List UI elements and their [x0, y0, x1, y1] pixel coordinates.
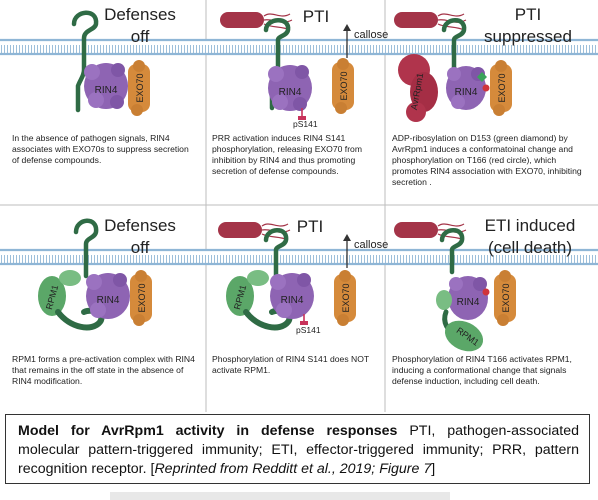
- panel-pti-top: RIN4 pS141 EXO70 callose PTI: [206, 7, 388, 129]
- panel-eti-induced: RIN4 RPM1 EXO70 ETI induced (cell death): [385, 216, 598, 352]
- t166-circle: [482, 288, 490, 296]
- exo70-protein: EXO70: [332, 58, 354, 114]
- panel-title: PTI: [297, 217, 323, 236]
- bacterium: [218, 222, 291, 241]
- exo70-label: EXO70: [341, 283, 351, 312]
- modification-marks: [482, 288, 490, 296]
- panel-caption: Phosphorylation of RIN4 S141 does NOT ac…: [212, 354, 370, 375]
- panel-pti-bottom: RPM1 RIN4 pS141 EXO70: [206, 217, 388, 335]
- rin4-label: RIN4: [95, 85, 118, 96]
- exo70-label: EXO70: [339, 71, 349, 100]
- t166-circle: [482, 84, 490, 92]
- prr-receptor: [73, 218, 99, 279]
- callose-label: callose: [354, 239, 388, 251]
- caption-body: PTI, pathogen-associated molecular patte…: [18, 423, 579, 477]
- rin4-protein: RIN4: [448, 276, 488, 320]
- panel-title-line2: off: [131, 238, 150, 257]
- rin4-protein: RIN4: [270, 273, 314, 319]
- panel-title: Defenses: [104, 216, 176, 235]
- rpm1-protein: RPM1: [38, 270, 105, 331]
- cropped-strip: [110, 492, 450, 500]
- panel-caption: Phosphorylation of RIN4 T166 activates R…: [392, 354, 572, 386]
- rin4-protein: RIN4: [268, 65, 312, 111]
- panel-title: Defenses: [104, 5, 176, 24]
- membrane: [206, 38, 385, 56]
- panel-caption: RPM1 forms a pre-activation complex with…: [12, 354, 195, 386]
- modification-marks: [477, 72, 490, 92]
- rpm1-protein: RPM1: [436, 290, 484, 352]
- membrane: [0, 248, 206, 266]
- pS141-label: pS141: [293, 119, 318, 129]
- exo70-protein: EXO70: [128, 60, 150, 116]
- prr-receptor: [439, 228, 465, 275]
- callose-arrow: callose: [343, 24, 388, 58]
- membrane: [385, 248, 598, 266]
- panel-title: ETI induced: [485, 216, 576, 235]
- rin4-protein: RIN4: [84, 63, 128, 109]
- panel-title-line2: off: [131, 27, 150, 46]
- rin4-label: RIN4: [455, 87, 478, 98]
- rin4-protein: RIN4: [446, 66, 486, 110]
- rin4-label: RIN4: [279, 87, 302, 98]
- figure-caption-box: Model for AvrRpm1 activity in defense re…: [5, 414, 590, 484]
- panel-title-line2: suppressed: [484, 27, 572, 46]
- rpm1-protein: RPM1: [226, 270, 293, 331]
- panel-title-line2: (cell death): [488, 238, 572, 257]
- exo70-label: EXO70: [501, 283, 511, 312]
- panel-caption: PRR activation induces RIN4 S141 phospho…: [212, 133, 362, 176]
- phospho-site-s141: pS141: [293, 108, 318, 129]
- exo70-label: EXO70: [135, 73, 145, 102]
- prr-receptor: [441, 18, 467, 73]
- rin4-label: RIN4: [281, 295, 304, 306]
- avrrpm1-effector: AvrRpm1: [398, 54, 438, 122]
- exo70-protein: EXO70: [130, 270, 152, 326]
- exo70-protein: EXO70: [490, 60, 512, 116]
- caption-end: ]: [431, 461, 436, 477]
- caption-citation: Reprinted from Redditt et al., 2019; Fig…: [154, 461, 432, 477]
- panel-defenses-off-bottom: RPM1 RIN4 EXO70 Defenses off: [0, 216, 206, 331]
- exo70-protein: EXO70: [494, 270, 516, 326]
- panel-pti-suppressed: AvrRpm1 RIN4 EXO70 PTI suppressed: [385, 5, 598, 122]
- rin4-label: RIN4: [457, 297, 480, 308]
- rin4-protein: RIN4: [86, 273, 130, 319]
- exo70-label: EXO70: [497, 73, 507, 102]
- phospho-site-s141: pS141: [296, 314, 321, 335]
- membrane: [206, 248, 385, 266]
- exo70-protein: EXO70: [334, 270, 356, 326]
- panel-title: PTI: [515, 5, 541, 24]
- model-diagram: RIN4 EXO70 Defenses off: [0, 0, 598, 412]
- membrane: [0, 38, 206, 56]
- prr-receptor: [71, 10, 99, 113]
- pS141-label: pS141: [296, 325, 321, 335]
- d153-diamond: [477, 72, 487, 82]
- panel-defenses-off-top: RIN4 EXO70 Defenses off: [0, 5, 206, 116]
- bacterium: [394, 222, 467, 241]
- membrane: [385, 38, 598, 56]
- caption-title: Model for AvrRpm1 activity in defense re…: [18, 423, 398, 439]
- rin4-label: RIN4: [97, 295, 120, 306]
- panel-caption: ADP-ribosylation on D153 (green diamond)…: [392, 133, 582, 187]
- panel-title: PTI: [303, 7, 329, 26]
- callose-label: callose: [354, 29, 388, 41]
- callose-arrow: callose: [343, 234, 388, 268]
- exo70-label: EXO70: [137, 283, 147, 312]
- panel-caption: In the absence of pathogen signals, RIN4…: [12, 133, 189, 165]
- prr-receptor: [263, 228, 289, 283]
